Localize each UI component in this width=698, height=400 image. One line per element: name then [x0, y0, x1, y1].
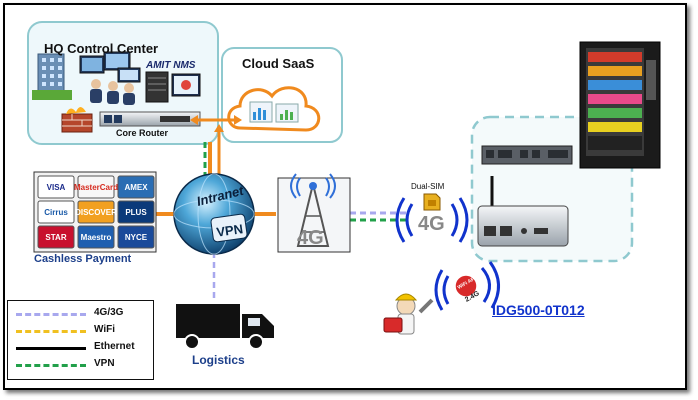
- payment-card-label: MasterCard: [74, 183, 118, 192]
- cloud-saas-icon: [227, 86, 321, 132]
- gateway-box-icon: [481, 145, 573, 165]
- arrow-left: [190, 115, 198, 125]
- tower-4g-text: 4G: [297, 227, 324, 249]
- payment-card-label: DISCOVER: [75, 208, 117, 217]
- legend-label: 4G/3G: [94, 307, 124, 318]
- payment-card: [37, 200, 75, 224]
- payment-card: [37, 175, 75, 199]
- payment-card: [77, 200, 115, 224]
- sim-card-icon: [423, 193, 441, 211]
- truck-icon: [176, 304, 274, 350]
- intranet-vpn-globe: Intranet VPN: [173, 173, 255, 255]
- payment-card-label: STAR: [45, 233, 66, 242]
- tower-4g-icon: 4G: [277, 173, 351, 253]
- payment-card-label: Maestro: [81, 233, 112, 242]
- dual-sim-label: Dual-SIM: [411, 182, 445, 191]
- legend-label: Ethernet: [94, 341, 135, 352]
- legend-item: VPN: [8, 358, 153, 372]
- monitors-icon: [79, 51, 141, 83]
- legend-item: 4G/3G: [8, 307, 153, 321]
- arrow-up: [214, 124, 224, 132]
- core-router-label: Core Router: [116, 128, 169, 138]
- payment-card: [117, 225, 155, 249]
- legend-item: WiFi: [8, 324, 153, 338]
- vpn-text: VPN: [215, 221, 244, 240]
- payment-cards-panel: VISA MasterCard AMEX Cirrus DISCOVER PLUS STAR…: [33, 171, 157, 253]
- vending-machine-icon: [579, 41, 661, 169]
- hq-title: HQ Control Center: [44, 41, 159, 56]
- payment-card: [117, 200, 155, 224]
- legend-item: Ethernet: [8, 341, 153, 355]
- modem-4g-icon: 4G: [395, 197, 469, 243]
- payment-card: [77, 175, 115, 199]
- legend-swatch: [16, 313, 86, 316]
- payment-card: [77, 225, 115, 249]
- legend-label: WiFi: [94, 324, 116, 335]
- nms-label: AMIT NMS: [146, 60, 196, 71]
- payment-card: [117, 175, 155, 199]
- arrow-right: [234, 115, 242, 125]
- payment-card-label: Cirrus: [44, 208, 68, 217]
- legend-swatch: [16, 364, 86, 367]
- nms-server-icon: [145, 71, 201, 103]
- device-model-label: IDG500-0T012: [492, 302, 585, 318]
- payment-card-label: PLUS: [125, 208, 147, 217]
- legend-swatch: [16, 330, 86, 333]
- legend-label: VPN: [94, 358, 115, 369]
- operators-icon: [90, 79, 135, 105]
- payment-card-label: VISA: [47, 183, 66, 192]
- technician-icon: [383, 293, 434, 335]
- wifi-ap-badge: WiFi AP 2.4G: [434, 261, 500, 311]
- payment-card: [37, 225, 75, 249]
- firewall-icon: [61, 107, 93, 133]
- core-router-icon: [99, 111, 201, 127]
- payment-card-label: NYCE: [125, 233, 148, 242]
- payment-card-label: AMEX: [124, 183, 148, 192]
- legend: 4G/3G WiFi Ethernet VPN: [7, 300, 154, 380]
- legend-swatch: [16, 347, 86, 350]
- building-icon: [32, 53, 72, 100]
- modem-4g-text: 4G: [418, 213, 445, 235]
- cloud-title: Cloud SaaS: [242, 56, 315, 71]
- cashless-payment-label: Cashless Payment: [34, 253, 132, 265]
- logistics-label: Logistics: [192, 353, 245, 367]
- router-idg500-icon: [477, 176, 569, 247]
